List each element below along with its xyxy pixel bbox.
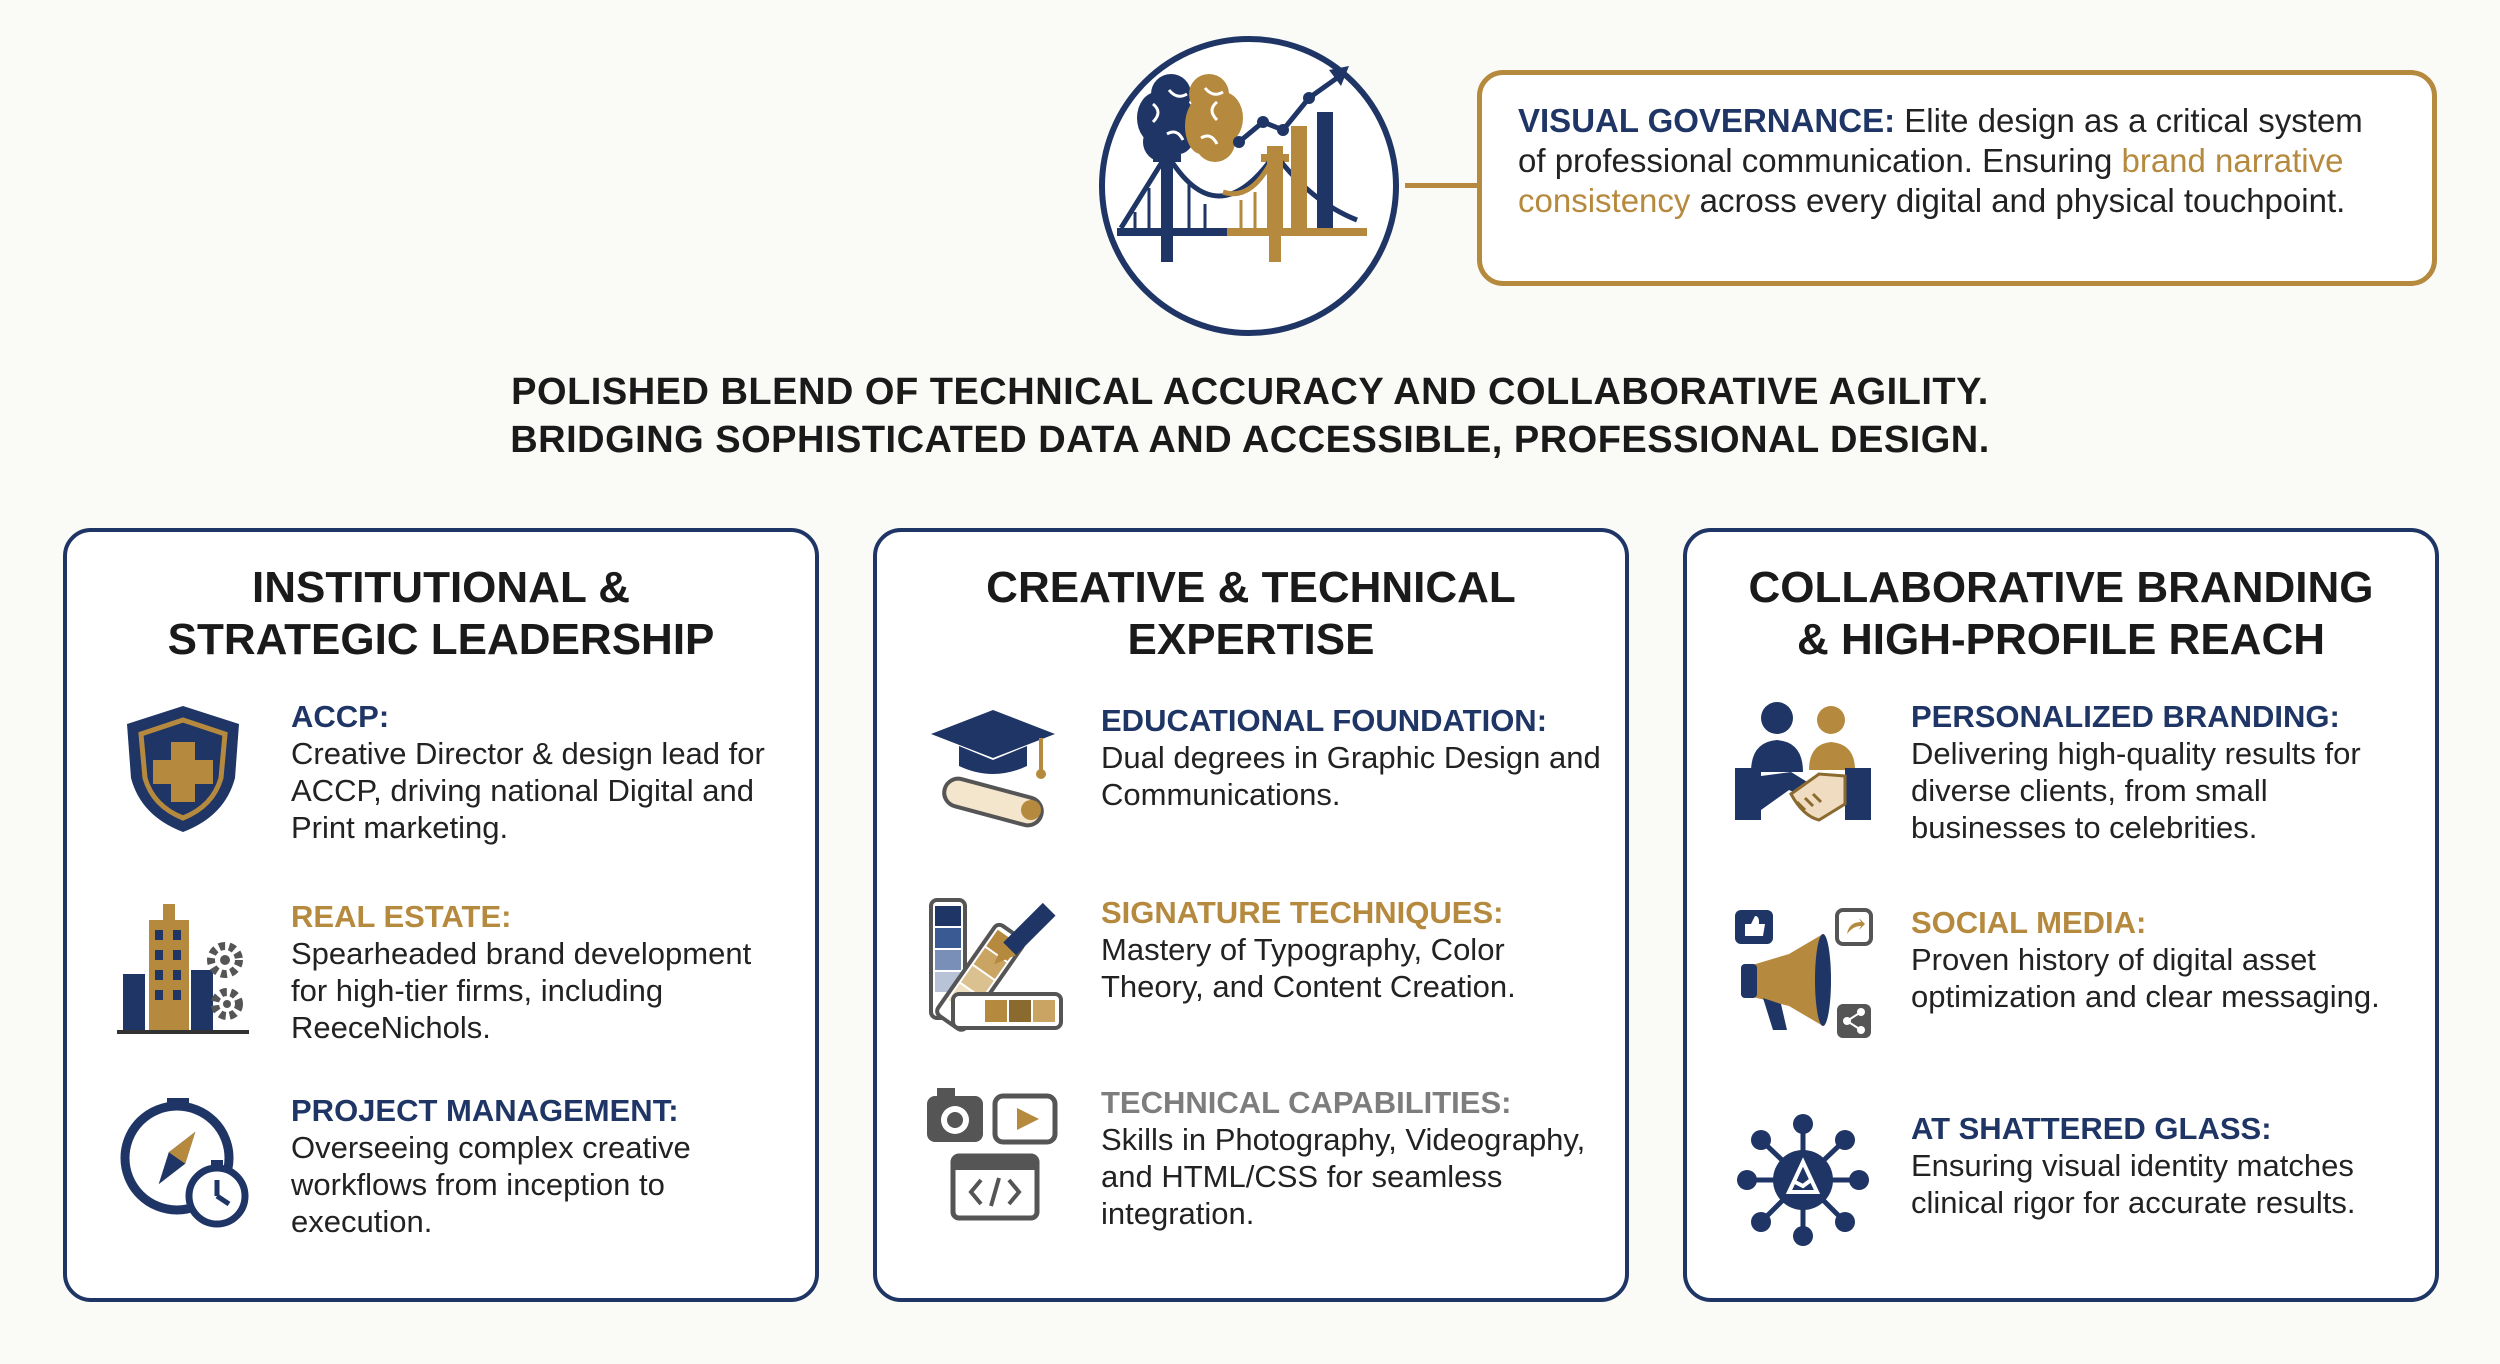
governance-highlight: brand narrative consistency bbox=[1518, 142, 2344, 219]
item-label: SIGNATURE TECHNIQUES: bbox=[1101, 895, 1504, 930]
item-label: ACCP: bbox=[291, 699, 390, 734]
item-desc: Delivering high-quality results for dive… bbox=[1911, 736, 2361, 845]
card-collaborative-branding: COLLABORATIVE BRANDING & HIGH-PROFILE RE… bbox=[1683, 528, 2439, 1302]
item-label: SOCIAL MEDIA: bbox=[1911, 905, 2147, 940]
item-desc: Dual degrees in Graphic Design and Commu… bbox=[1101, 740, 1601, 812]
item-desc: Overseeing complex creative workflows fr… bbox=[291, 1130, 691, 1239]
item-personalized-branding: PERSONALIZED BRANDING: Delivering high-q… bbox=[1687, 698, 2435, 878]
card-title: INSTITUTIONAL & STRATEGIC LEADERSHIP bbox=[67, 562, 815, 666]
item-label: AT SHATTERED GLASS: bbox=[1911, 1111, 2272, 1146]
card-title-line-2: EXPERTISE bbox=[1127, 615, 1375, 664]
item-label: REAL ESTATE: bbox=[291, 899, 512, 934]
item-educational-foundation: EDUCATIONAL FOUNDATION: Dual degrees in … bbox=[877, 702, 1625, 882]
item-signature-techniques: SIGNATURE TECHNIQUES: Mastery of Typogra… bbox=[877, 894, 1625, 1074]
connector-line bbox=[1405, 183, 1477, 188]
card-title: CREATIVE & TECHNICAL EXPERTISE bbox=[877, 562, 1625, 666]
card-creative-technical: CREATIVE & TECHNICAL EXPERTISE EDUCATION… bbox=[873, 528, 1629, 1302]
item-desc: Proven history of digital asset optimiza… bbox=[1911, 942, 2380, 1014]
item-desc: Mastery of Typography, Color Theory, and… bbox=[1101, 932, 1516, 1004]
brain-bridge-chart-icon bbox=[1099, 36, 1399, 336]
headline-line-1: POLISHED BLEND OF TECHNICAL ACCURACY AND… bbox=[511, 371, 1989, 413]
item-label: TECHNICAL CAPABILITIES: bbox=[1101, 1085, 1512, 1120]
governance-text-1: Elite design as a critical system of pro… bbox=[1518, 102, 2363, 179]
item-desc: Skills in Photography, Videography, and … bbox=[1101, 1122, 1586, 1231]
visual-governance-callout: VISUAL GOVERNANCE: Elite design as a cri… bbox=[1477, 70, 2437, 286]
card-title-line-1: CREATIVE & TECHNICAL bbox=[986, 563, 1516, 612]
item-label: PERSONALIZED BRANDING: bbox=[1911, 699, 2340, 734]
camera-video-code-icon bbox=[927, 1088, 1058, 1221]
graduation-cap-icon bbox=[931, 710, 1055, 828]
network-hub-icon bbox=[1737, 1114, 1869, 1246]
headline-line-2: BRIDGING SOPHISTICATED DATA AND ACCESSIB… bbox=[510, 419, 1990, 461]
item-social-media: SOCIAL MEDIA: Proven history of digital … bbox=[1687, 904, 2435, 1084]
item-real-estate: REAL ESTATE: Spearheaded brand developme… bbox=[67, 898, 815, 1078]
megaphone-social-icon bbox=[1735, 908, 1873, 1038]
item-project-management: PROJECT MANAGEMENT: Overseeing complex c… bbox=[67, 1092, 815, 1272]
item-shattered-glass: AT SHATTERED GLASS: Ensuring visual iden… bbox=[1687, 1110, 2435, 1290]
card-institutional-leadership: INSTITUTIONAL & STRATEGIC LEADERSHIP ACC… bbox=[63, 528, 819, 1302]
compass-stopwatch-icon bbox=[120, 1098, 249, 1228]
card-title-line-2: STRATEGIC LEADERSHIP bbox=[167, 615, 715, 664]
item-label: EDUCATIONAL FOUNDATION: bbox=[1101, 703, 1548, 738]
item-desc: Spearheaded brand development for high-t… bbox=[291, 936, 752, 1045]
item-technical-capabilities: TECHNICAL CAPABILITIES: Skills in Photog… bbox=[877, 1084, 1625, 1264]
item-label: PROJECT MANAGEMENT: bbox=[291, 1093, 679, 1128]
card-title: COLLABORATIVE BRANDING & HIGH-PROFILE RE… bbox=[1687, 562, 2435, 666]
governance-text-2: across every digital and physical touchp… bbox=[1690, 182, 2346, 219]
item-desc: Ensuring visual identity matches clinica… bbox=[1911, 1148, 2356, 1220]
item-accp: ACCP: Creative Director & design lead fo… bbox=[67, 698, 815, 878]
card-title-line-2: & HIGH-PROFILE REACH bbox=[1797, 615, 2325, 664]
building-gears-icon bbox=[117, 904, 249, 1034]
color-swatch-pen-icon bbox=[929, 898, 1063, 1032]
governance-label: VISUAL GOVERNANCE: bbox=[1518, 102, 1896, 139]
shield-cross-icon bbox=[127, 706, 239, 832]
headline: POLISHED BLEND OF TECHNICAL ACCURACY AND… bbox=[0, 368, 2500, 464]
handshake-icon bbox=[1735, 702, 1871, 822]
card-title-line-1: INSTITUTIONAL & bbox=[251, 563, 631, 612]
card-title-line-1: COLLABORATIVE BRANDING bbox=[1748, 563, 2374, 612]
item-desc: Creative Director & design lead for ACCP… bbox=[291, 736, 765, 845]
